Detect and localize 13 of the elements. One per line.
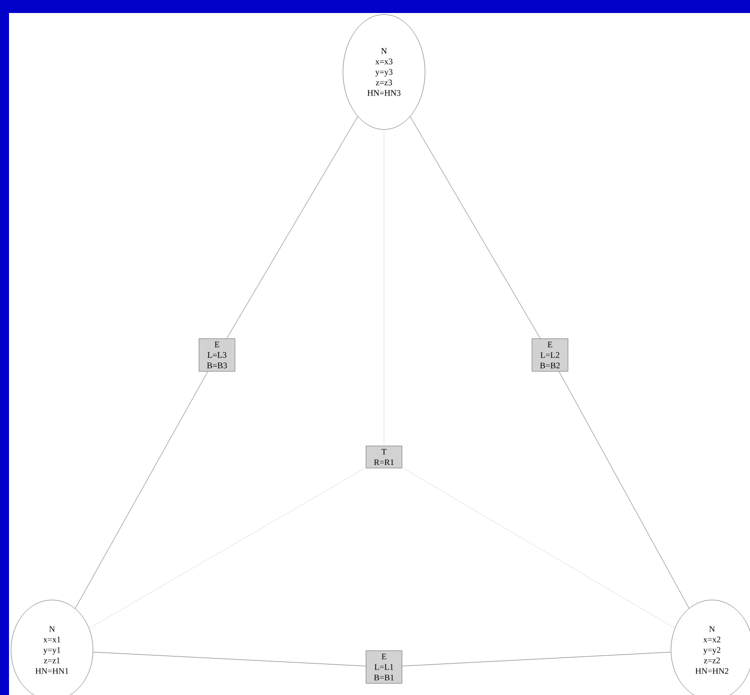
connector-line <box>410 116 541 339</box>
connector-line <box>226 116 358 339</box>
connector-line <box>402 467 676 628</box>
connector-line <box>75 371 208 609</box>
process-box: E L=L3 B=B3 <box>198 338 236 372</box>
process-box: T R=R1 <box>366 446 402 468</box>
connector-line <box>88 467 366 629</box>
process-box: E L=L2 B=B2 <box>532 338 568 372</box>
connector-line <box>92 652 366 666</box>
connector-line <box>402 652 672 666</box>
connector-line <box>558 371 690 608</box>
ellipse-node: N x=x3 y=y3 z=z3 HN=HN3 <box>342 14 426 130</box>
process-box: E L=L1 B=B1 <box>366 650 402 684</box>
